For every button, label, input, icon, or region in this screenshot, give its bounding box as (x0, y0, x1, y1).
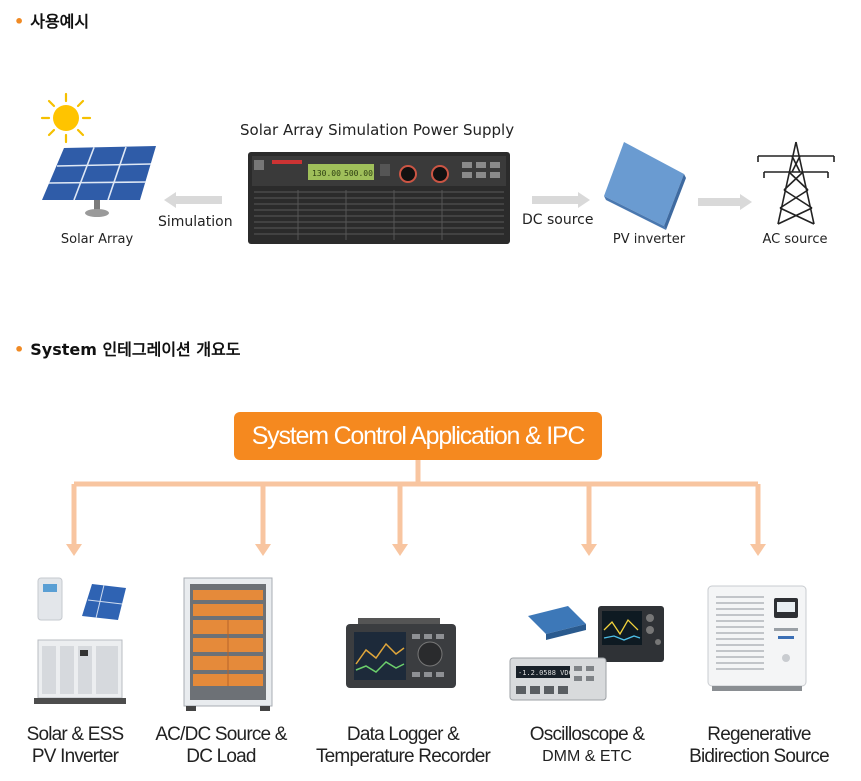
display-readout-left: 130.00 (312, 169, 341, 178)
bullet-dot: • (14, 12, 25, 31)
rack-cabinet-image (183, 577, 273, 711)
connector-tree (66, 460, 766, 556)
item-label-line1: Regenerative (707, 724, 811, 745)
system-control-box: System Control Application & IPC (234, 412, 602, 460)
pv-inverter-icon (604, 142, 686, 230)
item-label-line2: DMM & ETC (542, 748, 632, 765)
svg-text:-1.2.0588 VDC: -1.2.0588 VDC (518, 669, 573, 677)
item-label-line1: Solar & ESS (26, 724, 125, 745)
item-label-oscilloscope: Oscilloscope & DMM & ETC (492, 724, 682, 768)
display-readout-right: 500.00 (344, 169, 373, 178)
transmission-tower-icon (757, 141, 835, 225)
item-label-line2: DC Load (186, 746, 256, 767)
label-dc-source: DC source (522, 212, 594, 228)
sun-icon (40, 92, 92, 144)
section-title-integration: • System 인테그레이션 개요도 (14, 336, 241, 360)
arrow-right-icon (698, 194, 752, 210)
knob-right (431, 165, 449, 183)
arrow-down-icon (392, 544, 408, 556)
item-label-line1: AC/DC Source & (155, 724, 287, 745)
arrow-down-icon (66, 544, 82, 556)
arrow-left-icon (164, 192, 222, 208)
arrow-down-icon (750, 544, 766, 556)
display-screen (308, 164, 374, 180)
solar-panel-icon (42, 146, 156, 217)
section-title-usage: • 사용예시 (14, 8, 89, 32)
item-label-line2: Bidirection Source (689, 746, 830, 767)
arrow-down-icon (255, 544, 271, 556)
label-solar-array: Solar Array (60, 232, 134, 247)
power-supply-unit-image: 130.00 500.00 (248, 152, 510, 244)
arrow-down-icon (581, 544, 597, 556)
item-label-line1: Data Logger & (346, 724, 460, 745)
item-label-line1: Oscilloscope & (529, 724, 645, 745)
oscilloscope-dmm-image: -1.2.0588 VDC (509, 606, 664, 701)
system-control-label: System Control Application & IPC (251, 421, 586, 450)
arrow-right-icon (532, 192, 590, 208)
label-simulation: Simulation (158, 214, 233, 230)
power-supply-title: Solar Array Simulation Power Supply (240, 121, 515, 139)
data-logger-image (346, 618, 456, 688)
regenerative-source-image (707, 585, 807, 691)
item-label-acdc-source: AC/DC Source & DC Load (126, 724, 316, 768)
label-pv-inverter: PV inverter (612, 232, 686, 247)
knob-left (399, 165, 417, 183)
solar-ess-image (34, 577, 126, 704)
item-label-line2: Temperature Recorder (315, 746, 491, 767)
daq-device (528, 606, 586, 634)
item-label-solar-ess: Solar & ESS PV Inverter (0, 724, 170, 768)
label-ac-source: AC source (762, 232, 828, 247)
item-label-line2: PV Inverter (31, 746, 119, 767)
bullet-dot: • (14, 340, 25, 359)
solar-array-illustration (40, 92, 156, 217)
section-title-text: 사용예시 (30, 12, 90, 31)
section-title-text: System 인테그레이션 개요도 (30, 340, 241, 359)
item-label-data-logger: Data Logger & Temperature Recorder (308, 724, 498, 768)
item-label-regenerative: Regenerative Bidirection Source (664, 724, 854, 768)
